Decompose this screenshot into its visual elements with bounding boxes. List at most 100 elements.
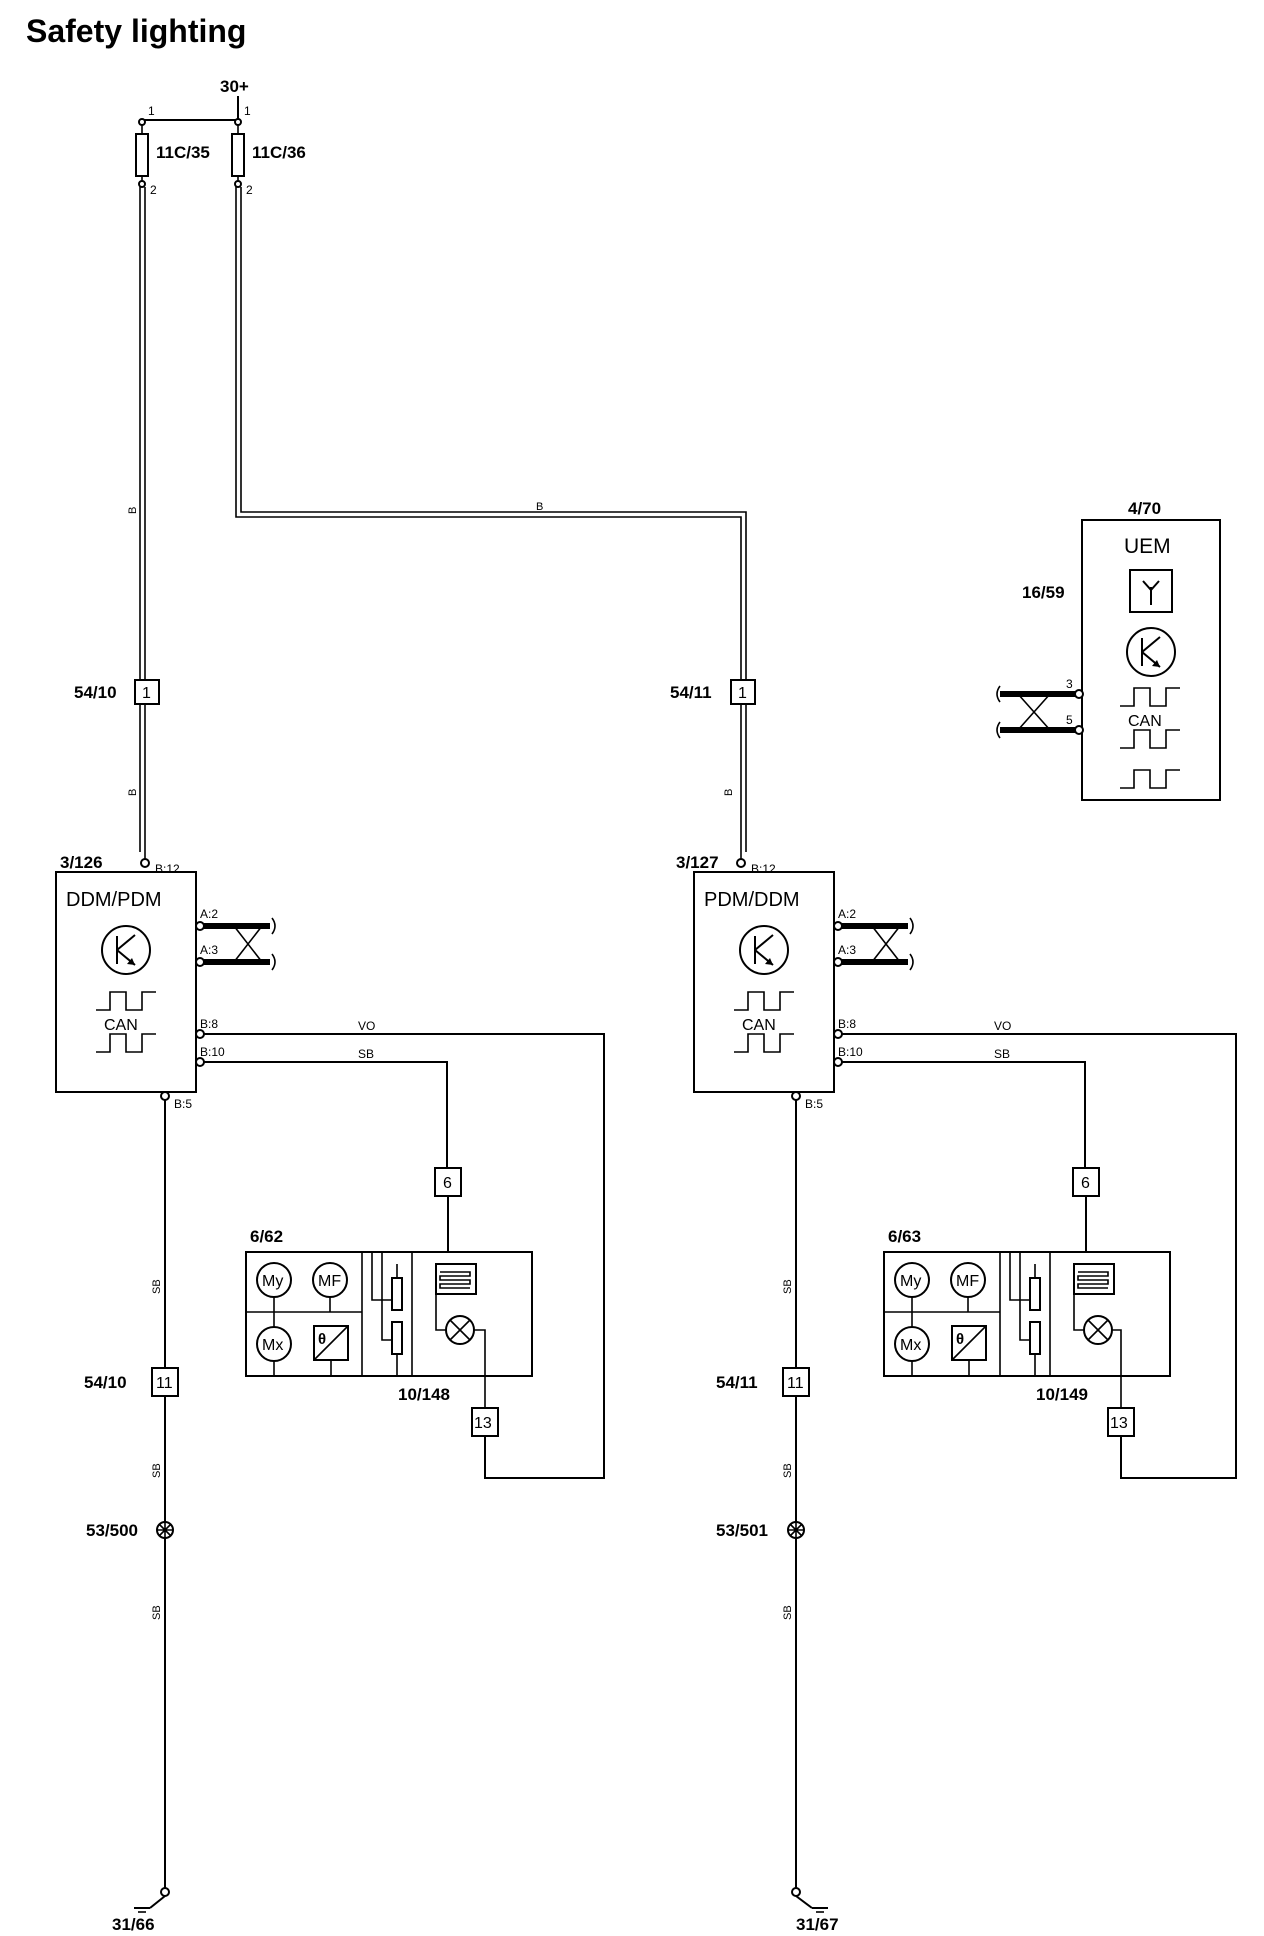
left-pin-gnd: B:5 — [174, 1097, 192, 1111]
connector-left-bottom-pin: 11 — [156, 1375, 173, 1392]
right-pin-can-a: A:2 — [838, 907, 856, 921]
antenna-icon — [1142, 580, 1160, 605]
left-wire-sb-2: SB — [151, 1463, 163, 1478]
right-wire-sb-3: SB — [782, 1605, 794, 1620]
right-motor-y: My — [900, 1273, 921, 1290]
connector-left-top-ref: 54/10 — [74, 683, 117, 702]
heating-element-icon — [1073, 1263, 1115, 1295]
left-module-can-label: CAN — [104, 1017, 138, 1034]
lamp-icon — [1073, 1294, 1122, 1408]
ground-icon — [791, 1887, 828, 1913]
connector-right-top-pin: 1 — [738, 685, 747, 702]
left-lamp-ref: 10/148 — [398, 1385, 450, 1404]
ground-icon — [134, 1887, 170, 1913]
right-module-ref: 3/127 — [676, 853, 719, 872]
left-can-twisted-pair — [195, 917, 276, 971]
splice-icon — [156, 1521, 174, 1539]
fuse-left-id: 11C/35 — [156, 143, 210, 162]
right-conn-6 — [1072, 1167, 1100, 1197]
right-wire-sb-1: SB — [782, 1279, 794, 1294]
uem-pin-a: 3 — [1066, 677, 1073, 691]
fuse-right-pin-bottom: 2 — [246, 183, 253, 197]
left-motor-f: MF — [318, 1273, 341, 1290]
left-wire-sb-3: SB — [151, 1605, 163, 1620]
splice-icon — [787, 1521, 805, 1539]
uem-name: UEM — [1124, 535, 1171, 558]
right-pin-vo: B:8 — [838, 1017, 856, 1031]
right-splice-ref: 53/501 — [716, 1521, 768, 1540]
left-module-ref: 3/126 — [60, 853, 103, 872]
right-motor-x: Mx — [900, 1337, 921, 1354]
left-theta: θ — [318, 1331, 326, 1348]
left-pin-sb: B:10 — [200, 1045, 225, 1059]
right-conn-13-label: 13 — [1110, 1415, 1128, 1432]
left-wire-sb-1: SB — [151, 1279, 163, 1294]
right-conn-13 — [1107, 1407, 1135, 1437]
page-title: Safety lighting — [26, 13, 246, 49]
left-ground-ref: 31/66 — [112, 1915, 155, 1934]
right-motor-f: MF — [956, 1273, 979, 1290]
uem-pin-b: 5 — [1066, 713, 1073, 727]
wire-right-supply — [235, 187, 747, 852]
right-pin-can-b: A:3 — [838, 943, 856, 957]
connector-right-bottom-pin: 11 — [787, 1375, 804, 1392]
left-motor-x: Mx — [262, 1337, 283, 1354]
uem-antenna-ref: 16/59 — [1022, 583, 1065, 602]
left-splice-ref: 53/500 — [86, 1521, 138, 1540]
wire-right-sb — [842, 1061, 1086, 1168]
left-wire-sb-label: SB — [358, 1047, 374, 1061]
right-module-name: PDM/DDM — [704, 889, 800, 911]
wire-color-b-4: B — [723, 789, 735, 796]
right-module — [693, 871, 835, 1093]
connector-left-top-pin: 1 — [142, 685, 151, 702]
right-wire-vo-label: VO — [994, 1019, 1011, 1033]
fuse-11c-36 — [231, 118, 245, 188]
transistor-icon — [1126, 627, 1176, 677]
supply-label: 30+ — [220, 77, 249, 96]
uem-can-twisted-pair — [996, 685, 1084, 739]
left-pin-can-b: A:3 — [200, 943, 218, 957]
right-pin-sb: B:10 — [838, 1045, 863, 1059]
connector-left-bottom-ref: 54/10 — [84, 1373, 127, 1392]
uem-can-label: CAN — [1128, 713, 1162, 730]
right-pin-gnd: B:5 — [805, 1097, 823, 1111]
right-mirror — [883, 1251, 1171, 1377]
wire-left-sb — [204, 1061, 448, 1168]
left-mirror-ref: 6/62 — [250, 1227, 283, 1246]
connector-right-bottom-ref: 54/11 — [716, 1373, 758, 1392]
fuse-left-pin-bottom: 2 — [150, 183, 157, 197]
fuse-right-id: 11C/36 — [252, 143, 306, 162]
right-conn-6-label: 6 — [1081, 1175, 1090, 1192]
transistor-icon — [101, 925, 151, 975]
fuse-right-pin-top: 1 — [244, 104, 251, 118]
left-conn-13 — [471, 1407, 499, 1437]
connector-left-top — [134, 679, 160, 705]
right-wire-sb-2: SB — [782, 1463, 794, 1478]
connector-right-top — [730, 679, 756, 705]
wire-color-b-1: B — [127, 507, 139, 514]
left-motor-y: My — [262, 1273, 283, 1290]
potentiometer-icon — [371, 1252, 403, 1376]
left-module — [55, 871, 197, 1093]
right-theta: θ — [956, 1331, 964, 1348]
uem-ref: 4/70 — [1128, 499, 1161, 518]
right-can-twisted-pair — [833, 917, 914, 971]
right-wire-sb-label: SB — [994, 1047, 1010, 1061]
connector-right-top-ref: 54/11 — [670, 683, 712, 702]
potentiometer-icon — [1009, 1252, 1041, 1376]
right-mirror-ref: 6/63 — [888, 1227, 921, 1246]
right-ground-ref: 31/67 — [796, 1915, 839, 1934]
right-lamp-ref: 10/149 — [1036, 1385, 1088, 1404]
left-pin-can-a: A:2 — [200, 907, 218, 921]
left-pin-vo: B:8 — [200, 1017, 218, 1031]
wire-left-supply — [139, 187, 146, 852]
wire-color-b-2: B — [536, 501, 543, 513]
left-module-pin-supply-dot — [140, 858, 150, 868]
lamp-icon — [435, 1294, 486, 1408]
left-conn-6-label: 6 — [443, 1175, 452, 1192]
fuse-11c-35 — [135, 118, 149, 188]
wire-color-b-3: B — [127, 789, 139, 796]
left-conn-6 — [434, 1167, 462, 1197]
left-conn-13-label: 13 — [474, 1415, 492, 1432]
